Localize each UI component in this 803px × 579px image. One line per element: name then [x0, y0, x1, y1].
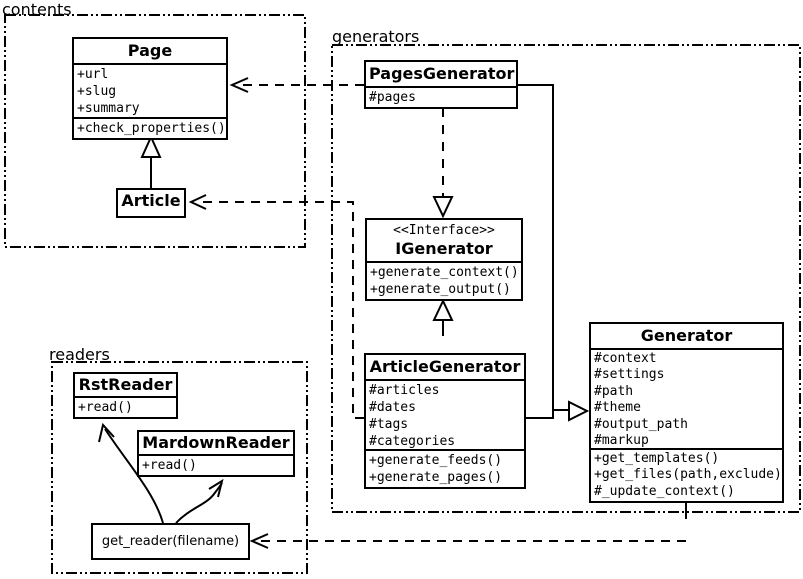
- class-mardownreader-methods: +read(): [142, 458, 197, 473]
- class-igenerator-stereotype: <<Interface>>: [393, 223, 495, 238]
- class-rstreader-title: RstReader: [75, 374, 176, 398]
- class-igenerator-name: IGenerator: [395, 239, 493, 258]
- class-generator-methods: +get_templates() +get_files(path,exclude…: [594, 451, 782, 499]
- class-generator-attributes: #context #settings #path #theme #output_…: [591, 350, 782, 450]
- edge-getreader-rstreader: [98, 422, 164, 524]
- package-contents-border: [4, 14, 306, 248]
- package-readers-label: readers: [49, 345, 110, 364]
- package-contents-label: contents: [2, 0, 72, 19]
- class-mardownreader-title: MardownReader: [139, 432, 293, 456]
- function-get-reader: get_reader(filename): [91, 523, 250, 560]
- edge-articlegenerator-article-dependency: [188, 194, 364, 419]
- class-rstreader-methods: +read(): [78, 400, 133, 415]
- package-generators-label: generators: [332, 27, 420, 46]
- class-igenerator: <<Interface>> IGenerator +generate_conte…: [365, 218, 523, 301]
- class-igenerator-title: <<Interface>> IGenerator: [367, 220, 521, 263]
- package-generators-border: [331, 44, 801, 513]
- class-mardownreader: MardownReader +read(): [137, 430, 295, 477]
- class-articlegenerator: ArticleGenerator #articles #dates #tags …: [364, 353, 526, 489]
- package-readers-border: [51, 361, 308, 574]
- edge-articlegenerator-igenerator-realization: [432, 298, 454, 336]
- edge-generator-getreader-dependency: [249, 500, 687, 549]
- class-articlegenerator-title: ArticleGenerator: [366, 355, 524, 381]
- edge-article-page-generalization: [140, 134, 162, 189]
- class-page: Page +url +slug +summary +check_properti…: [72, 37, 228, 140]
- class-pagesgenerator: PagesGenerator #pages: [364, 60, 518, 109]
- class-page-methods: +check_properties(): [77, 121, 226, 136]
- class-page-title: Page: [74, 39, 226, 65]
- class-pagesgenerator-attributes: #pages: [369, 90, 416, 105]
- class-pagesgenerator-title: PagesGenerator: [366, 62, 516, 88]
- class-articlegenerator-attributes: #articles #dates #tags #categories: [366, 381, 524, 451]
- class-article-title: Article: [121, 191, 181, 210]
- class-generator-title: Generator: [591, 324, 782, 350]
- edge-pagesgenerator-page-dependency: [229, 77, 364, 93]
- class-igenerator-methods: +generate_context() +generate_output(): [370, 265, 519, 297]
- class-article: Article: [116, 188, 186, 218]
- class-page-attributes: +url +slug +summary: [74, 65, 226, 119]
- class-generator: Generator #context #settings #path #them…: [589, 322, 784, 504]
- class-rstreader: RstReader +read(): [73, 372, 178, 419]
- edge-pagesgenerator-igenerator-realization: [432, 108, 454, 219]
- edge-getreader-mardownreader: [175, 478, 224, 524]
- edge-generators-generator-generalization: [518, 84, 590, 422]
- class-articlegenerator-methods: +generate_feeds() +generate_pages(): [369, 453, 503, 485]
